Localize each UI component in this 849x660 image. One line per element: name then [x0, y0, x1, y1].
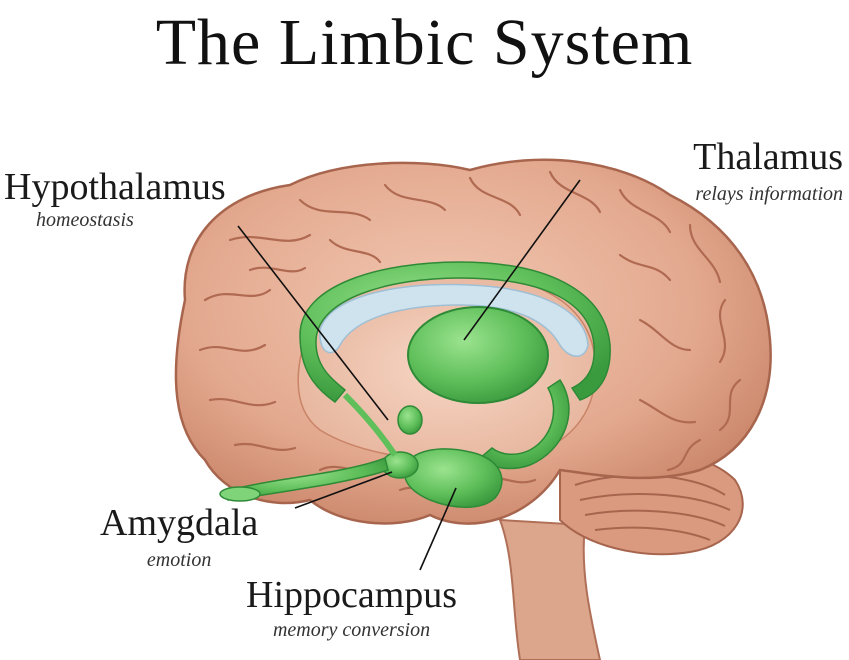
leader-line-hypothalamus [237, 225, 389, 421]
label-hippocampus-role: memory conversion [272, 619, 431, 641]
label-hippocampus-name: Hippocampus [246, 574, 458, 616]
leader-line-amygdala [294, 471, 393, 509]
label-hypothalamus-name: Hypothalamus [4, 166, 226, 208]
thalamus-structure [407, 306, 549, 404]
brain-stem [498, 518, 602, 660]
label-amygdala-name: Amygdala [100, 502, 259, 544]
fornix-arc [299, 261, 611, 404]
label-thalamus-role: relays information [695, 183, 843, 205]
label-amygdala-role: emotion [146, 549, 212, 571]
hippocampus-structure [403, 448, 503, 508]
hypothalamus-structure [397, 405, 423, 435]
gyri-folds [198, 170, 742, 496]
lateral-ventricle [319, 283, 589, 357]
leader-lines [237, 179, 581, 571]
leader-line-thalamus [463, 179, 581, 341]
label-thalamus: Thalamus relays information [693, 136, 843, 206]
page-title: The Limbic System [155, 6, 694, 79]
fornix-column [342, 392, 398, 457]
label-thalamus-name: Thalamus [693, 136, 843, 178]
label-amygdala: Amygdala emotion [100, 502, 258, 572]
label-hippocampus: Hippocampus memory conversion [246, 574, 457, 642]
olfactory-tract [224, 456, 389, 501]
leader-line-hippocampus [419, 487, 457, 571]
label-hypothalamus-role: homeostasis [36, 209, 134, 231]
label-hypothalamus: Hypothalamus homeostasis [4, 166, 226, 232]
olfactory-bulb [219, 486, 261, 502]
